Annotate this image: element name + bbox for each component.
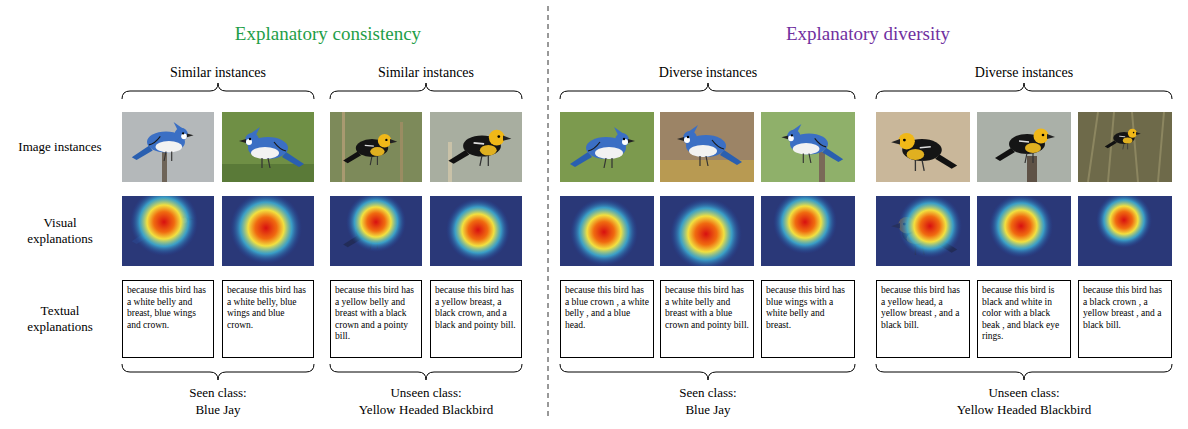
explanation-text: because this bird has blue wings with a … bbox=[766, 285, 850, 331]
class-caption: Yellow Headed Blackbird bbox=[957, 402, 1091, 418]
class-caption: Blue Jay bbox=[685, 402, 730, 418]
explanation-box: because this bird is black and white in … bbox=[977, 280, 1071, 358]
class-caption: Unseen class: bbox=[390, 385, 461, 401]
section-heading: Explanatory diversity bbox=[786, 23, 950, 46]
explanation-text: because this bird has a blue crown , a w… bbox=[565, 285, 649, 331]
explanation-text: because this bird has a yellow breast, a… bbox=[435, 285, 517, 331]
explanation-box: because this bird has a white belly and … bbox=[660, 280, 754, 358]
group-heading: Similar instances bbox=[170, 65, 266, 82]
explanation-box: because this bird has blue wings with a … bbox=[761, 280, 855, 358]
group-heading: Diverse instances bbox=[975, 65, 1073, 82]
explanation-text: because this bird has a black crown , a … bbox=[1083, 285, 1167, 331]
explanation-text: because this bird has a white belly, blu… bbox=[227, 285, 309, 331]
explanation-box: because this bird has a black crown , a … bbox=[1078, 280, 1172, 358]
section-heading: Explanatory consistency bbox=[235, 23, 421, 46]
brace bbox=[122, 364, 1172, 380]
group-heading: Diverse instances bbox=[659, 65, 757, 82]
heatmap bbox=[122, 188, 1172, 270]
explanation-text: because this bird is black and white in … bbox=[982, 285, 1066, 343]
divider bbox=[548, 6, 549, 416]
class-caption: Seen class: bbox=[679, 385, 736, 401]
class-caption: Yellow Headed Blackbird bbox=[359, 402, 493, 418]
explanation-text: because this bird has a white belly and … bbox=[665, 285, 749, 331]
explanation-text: because this bird has a yellow head, a y… bbox=[881, 285, 965, 331]
explanation-box: because this bird has a yellow head, a y… bbox=[876, 280, 970, 358]
explanation-text: because this bird has a yellow belly and… bbox=[335, 285, 417, 343]
explanation-box: because this bird has a white belly, blu… bbox=[222, 280, 314, 358]
bird-photo bbox=[122, 112, 1172, 182]
explanation-box: because this bird has a yellow breast, a… bbox=[430, 280, 522, 358]
row-label: Image instances bbox=[12, 139, 108, 155]
row-label: Visual explanations bbox=[12, 215, 108, 246]
brace bbox=[122, 83, 1172, 99]
explanation-text: because this bird has a white belly and … bbox=[127, 285, 209, 331]
group-heading: Similar instances bbox=[378, 65, 474, 82]
explanation-box: because this bird has a blue crown , a w… bbox=[560, 280, 654, 358]
explanation-box: because this bird has a white belly and … bbox=[122, 280, 214, 358]
class-caption: Seen class: bbox=[189, 385, 246, 401]
class-caption: Blue Jay bbox=[195, 402, 240, 418]
row-label: Textual explanations bbox=[12, 303, 108, 334]
class-caption: Unseen class: bbox=[988, 385, 1059, 401]
explanation-box: because this bird has a yellow belly and… bbox=[330, 280, 422, 358]
